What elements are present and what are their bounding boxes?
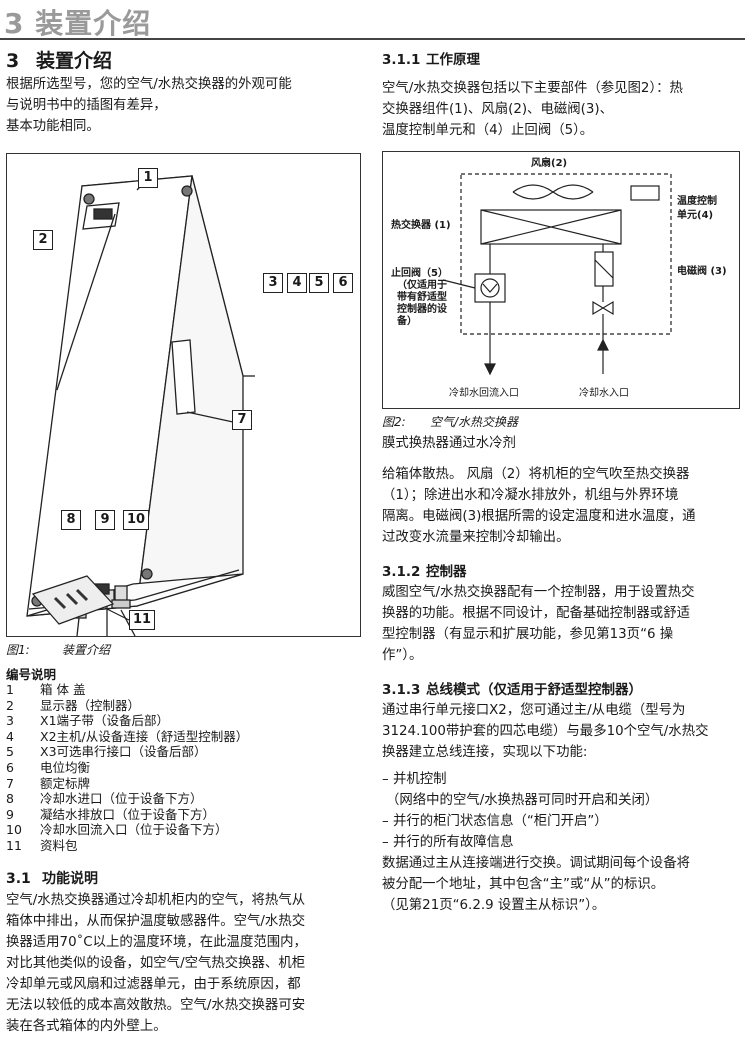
body-line: （1）；除进出水和冷凝水排放外，机组与外界环境 <box>382 488 679 503</box>
figure2-caption-label: 图2: <box>382 415 406 429</box>
paragraph-2: 给箱体散热。 风扇（2）将机柜的空气吹至热交换器 （1）；除进出水和冷凝水排放外… <box>382 464 740 548</box>
list-item: – 并机控制 <box>382 772 447 787</box>
body-line: 3124.100带护套的四芯电缆）与最多10个空气/水热交 <box>382 724 709 739</box>
callout-11: 11 <box>129 610 155 630</box>
label-water-inlet: 冷却水入口 <box>579 388 629 399</box>
figure2-caption-text: 空气/水热交换器 <box>430 415 519 429</box>
function-list: – 并机控制 （网络中的空气/水换热器可同时开启和关闭） – 并行的柜门状态信息… <box>382 769 740 853</box>
callout-9: 9 <box>95 510 115 530</box>
document-pack-icon <box>31 575 130 625</box>
body-line: 装在各式箱体的内外壁上。 <box>6 1018 167 1034</box>
intro-line: 基本功能相同。 <box>6 119 100 134</box>
body-line: 隔离。电磁阀(3)根据所需的设定温度和进水温度，通 <box>382 509 696 524</box>
callout-6: 6 <box>333 273 353 293</box>
body-line: 换器适用70˚C以上的温度环境，在此温度范围内， <box>6 934 307 950</box>
figure-schematic: 风扇(2) 温度控制 单元(4) 热交换器 (1) 电磁阀 (3) 止回阀（5）… <box>382 151 740 409</box>
section-3-1-2-body: 威图空气/水热交换器配有一个控制器，用于设置热交 换器的功能。根据不同设计，配备… <box>382 582 740 666</box>
figure-device: 1 2 3 4 5 6 7 8 9 10 11 <box>6 153 361 637</box>
callout-10: 10 <box>123 510 149 530</box>
membrane-line: 膜式换热器通过水冷剂 <box>382 436 516 451</box>
list-item: – 并行的所有故障信息 <box>382 835 514 850</box>
intro-line: 与说明书中的插图有差异， <box>6 98 167 113</box>
label-check-valve-1: 止回阀（5） <box>391 268 448 279</box>
label-heat-exchanger: 热交换器 (1) <box>391 220 451 231</box>
section-3-1-1-body: 空气/水热交换器包括以下主要部件（参见图2）：热 交换器组件(1)、风扇(2)、… <box>382 78 740 141</box>
label-check-valve-5: 备） <box>397 316 417 327</box>
device-illustration <box>26 175 255 637</box>
body-line: 过改变水流量来控制冷却输出。 <box>382 530 570 545</box>
callout-5: 5 <box>309 273 329 293</box>
body-line: 给箱体散热。 风扇（2）将机柜的空气吹至热交换器 <box>382 467 690 482</box>
schematic-drawing <box>442 173 672 376</box>
section-3-1-3-tail: 数据通过主从连接端进行交换。调试期间每个设备将 被分配一个地址，其中包含“主”或… <box>382 853 740 916</box>
section-number: 3 <box>6 50 20 72</box>
label-fan: 风扇(2) <box>531 158 568 169</box>
body-line: 箱体中排出，从而保护温度敏感器件。空气/水热交 <box>6 913 306 929</box>
label-return-inlet: 冷却水回流入口 <box>449 388 519 399</box>
body-line: 对比其他类似的设备，如空气/空气热交换器、机柜 <box>6 955 306 971</box>
callout-2: 2 <box>33 230 53 250</box>
section-heading: 3 装置介绍 <box>6 46 361 72</box>
label-temp-ctrl-1: 温度控制 <box>677 196 717 207</box>
section-title: 装置介绍 <box>36 50 113 72</box>
intro-line: 根据所选型号，您的空气/水热交换器的外观可能 <box>6 77 292 92</box>
list-item: （网络中的空气/水换热器可同时开启和关闭） <box>386 793 659 808</box>
body-line: 型控制器（有显示和扩展功能，参见第13页“6 操 <box>382 627 674 642</box>
figure1-caption-text: 装置介绍 <box>62 643 111 657</box>
section-3-1-3-body: 通过串行单元接口X2，您可通过主/从电缆（型号为 3124.100带护套的四芯电… <box>382 700 740 763</box>
body-line: 冷却单元或风扇和过滤器单元，由于系统原因，都 <box>6 976 301 992</box>
body-line: 温度控制单元和（4）止回阀（5）。 <box>382 123 594 138</box>
body-line: 交换器组件(1)、风扇(2)、电磁阀(3)、 <box>382 102 613 117</box>
body-line: 换器建立总线连接，实现以下功能: <box>382 745 588 760</box>
callout-1: 1 <box>138 168 158 188</box>
figure1-caption: 图1: 装置介绍 <box>6 641 361 659</box>
label-check-valve-4: 控制器的设 <box>397 304 447 315</box>
callout-3: 3 <box>263 273 283 293</box>
list-item: – 并行的柜门状态信息（“柜门开启”） <box>382 814 608 829</box>
callout-4: 4 <box>287 273 307 293</box>
section-3-1-body: 空气/水热交换器通过冷却机柜内的空气，将热气从 箱体中排出，从而保护温度敏感器件… <box>6 890 361 1037</box>
body-line: 数据通过主从连接端进行交换。调试期间每个设备将 <box>382 856 690 871</box>
body-line: 作”）。 <box>382 648 423 663</box>
figure2-caption: 图2: 空气/水热交换器 <box>382 413 740 431</box>
callout-7: 7 <box>232 410 252 430</box>
label-solenoid: 电磁阀 (3) <box>677 266 727 277</box>
body-line: 空气/水热交换器包括以下主要部件（参见图2）：热 <box>382 81 683 96</box>
body-line: 威图空气/水热交换器配有一个控制器，用于设置热交 <box>382 585 695 600</box>
body-line: 换器的功能。根据不同设计，配备基础控制器或舒适 <box>382 606 690 621</box>
figure1-caption-label: 图1: <box>6 643 30 657</box>
legend-title: 编号说明 <box>6 667 57 682</box>
label-check-valve-3: 带有舒适型 <box>397 292 447 303</box>
callout-8: 8 <box>61 510 81 530</box>
body-line: 通过串行单元接口X2，您可通过主/从电缆（型号为 <box>382 703 686 718</box>
page-header-title: 3 装置介绍 <box>4 7 152 40</box>
intro-paragraph: 根据所选型号，您的空气/水热交换器的外观可能 与说明书中的插图有差异， 基本功能… <box>6 74 361 137</box>
header-rule <box>0 38 745 40</box>
body-line: 被分配一个地址，其中包含“主”或“从”的标识。 <box>382 877 665 892</box>
body-line: 空气/水热交换器通过冷却机柜内的空气，将热气从 <box>6 892 306 908</box>
page-header: 3 装置介绍 <box>0 0 745 40</box>
body-line: （见第21页“6.2.9 设置主从标识”）。 <box>382 898 606 913</box>
label-check-valve-2: （仅适用于 <box>397 280 447 291</box>
label-temp-ctrl-2: 单元(4) <box>677 210 714 221</box>
left-column: 3 装置介绍 根据所选型号，您的空气/水热交换器的外观可能 与说明书中的插图有差异… <box>6 44 361 1037</box>
body-line: 无法以较低的成本高效散热。空气/水热交换器可安 <box>6 997 306 1013</box>
